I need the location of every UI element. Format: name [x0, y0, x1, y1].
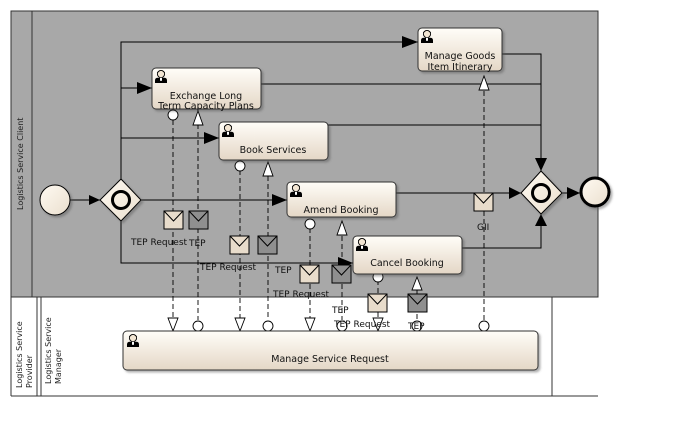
lane-label-client: Logistics Service Client — [16, 118, 25, 210]
task-manage-goods-itinerary[interactable]: Manage Goods Item Itinerary — [417, 27, 503, 73]
envelope-icon[interactable] — [367, 293, 388, 313]
task-manage-service-request[interactable]: Manage Service Request — [122, 330, 539, 371]
task-amend-booking[interactable]: Amend Booking — [286, 181, 397, 218]
task-label: Item Itinerary — [428, 62, 493, 73]
pool-label-provider-line1: Logistics Service — [15, 321, 24, 388]
message-label: TEP — [188, 239, 206, 249]
lane-label-manager-line1: Logistics Service — [44, 317, 53, 384]
envelope-icon[interactable] — [257, 235, 278, 255]
end-event-icon[interactable] — [579, 176, 611, 208]
message-label: TEP Request — [333, 320, 391, 330]
message-label: TEP — [331, 306, 349, 316]
task-label: Cancel Booking — [370, 258, 444, 269]
task-exchange-capacity-plans[interactable]: Exchange Long Term Capacity Plans — [151, 67, 262, 112]
task-label: Book Services — [240, 145, 307, 156]
task-label: Term Capacity Plans — [157, 101, 254, 112]
envelope-icon[interactable] — [163, 210, 184, 230]
message-envelopes — [163, 192, 494, 313]
envelope-icon[interactable] — [229, 235, 250, 255]
message-label: GII — [477, 223, 489, 233]
task-book-services[interactable]: Book Services — [218, 121, 329, 161]
task-label: Manage Service Request — [271, 354, 389, 365]
start-event-icon[interactable] — [39, 184, 71, 216]
task-cancel-booking[interactable]: Cancel Booking — [352, 235, 463, 275]
task-label: Exchange Long — [170, 91, 242, 102]
message-label: TEP Request — [272, 290, 330, 300]
message-label: TEP Request — [130, 238, 188, 248]
lane-label-manager-line2: Manager — [54, 348, 63, 384]
envelope-icon[interactable] — [331, 264, 352, 284]
envelope-icon[interactable] — [299, 264, 320, 284]
message-label: TEP — [407, 322, 425, 332]
envelope-icon[interactable] — [188, 210, 209, 230]
task-label: Amend Booking — [303, 205, 378, 216]
envelope-icon[interactable] — [473, 192, 494, 212]
message-label: TEP Request — [199, 263, 257, 273]
sequence-flows — [70, 41, 580, 264]
parallel-gateway-split[interactable] — [99, 178, 142, 222]
pool-label-provider-line2: Provider — [25, 354, 34, 388]
task-label: Manage Goods — [425, 51, 496, 62]
envelope-icon[interactable] — [407, 293, 428, 313]
message-label: TEP — [274, 266, 292, 276]
parallel-gateway-join[interactable] — [520, 170, 563, 215]
